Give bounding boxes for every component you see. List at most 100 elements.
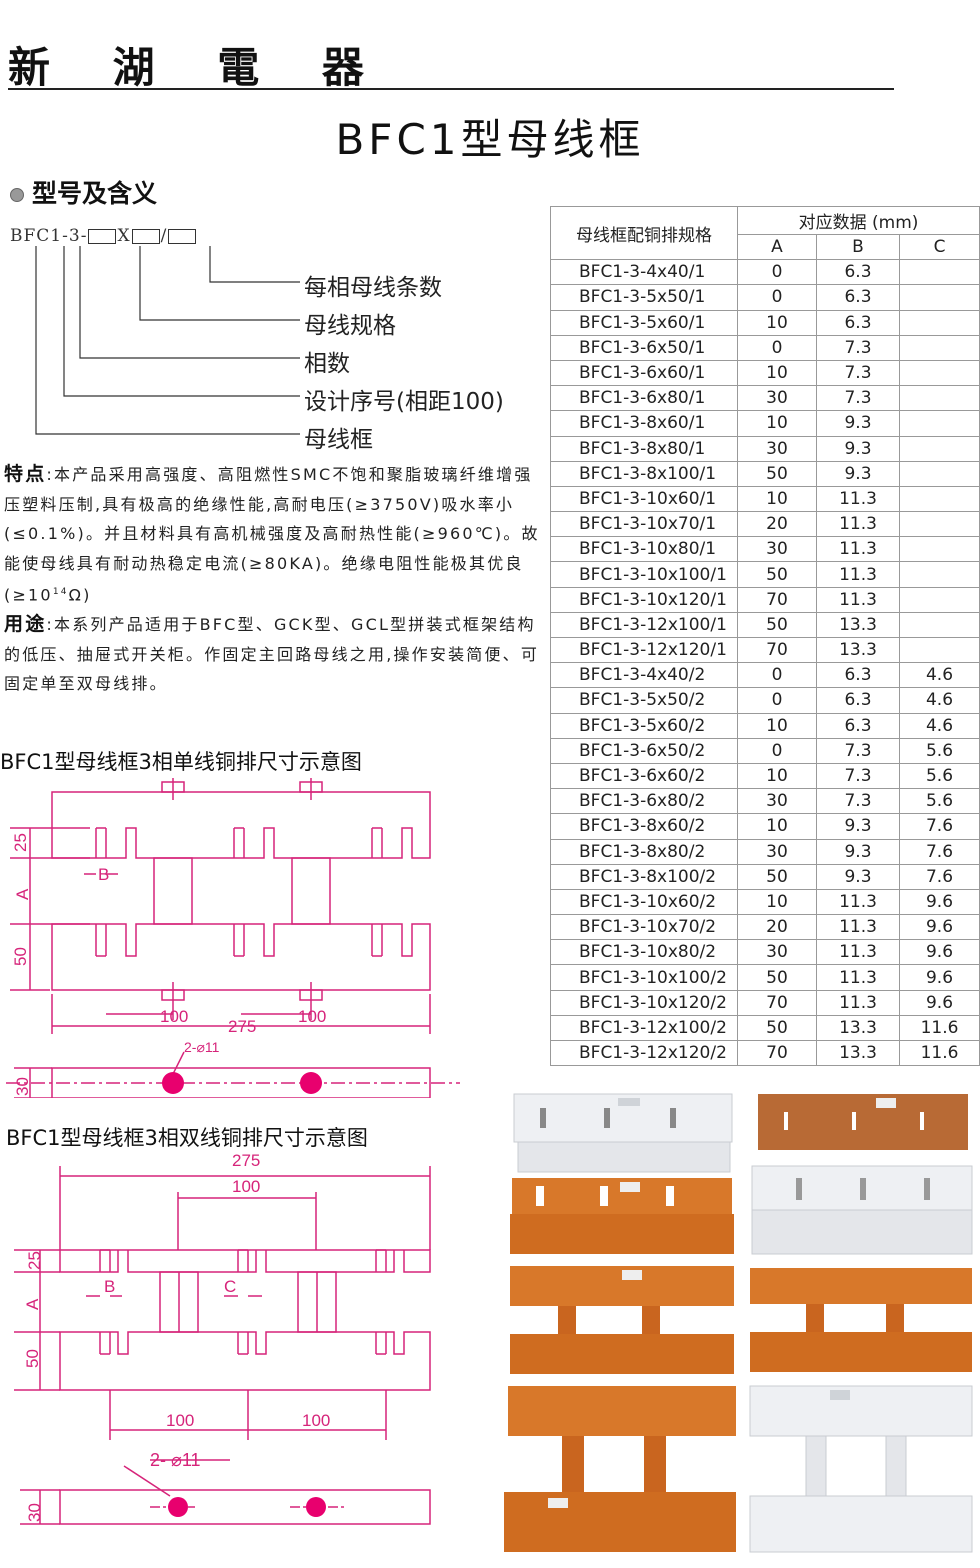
- cell-a: 10: [737, 359, 817, 387]
- dim-B: B: [98, 865, 109, 884]
- cell-c: 7.6: [899, 863, 980, 890]
- cell-b: 13.3: [816, 1039, 900, 1067]
- dim-100b: 100: [302, 1411, 330, 1430]
- section-heading: 型号及含义: [10, 174, 157, 210]
- cell-c: [899, 561, 980, 588]
- cell-a: 20: [737, 511, 817, 538]
- model-code: BFC1-3-X/: [10, 226, 197, 246]
- page-title: BFC1型母线框: [335, 115, 645, 164]
- cell-model: BFC1-3-6x60/1: [550, 359, 738, 387]
- cell-b: 7.3: [816, 762, 900, 790]
- feature-title: 特点: [4, 463, 47, 485]
- dim-A: A: [13, 888, 32, 900]
- photo-white-tall: [749, 1385, 973, 1553]
- cell-a: 30: [737, 788, 817, 815]
- cell-c: [899, 485, 980, 513]
- cell-model: BFC1-3-12x100/1: [550, 611, 738, 639]
- cell-c: [899, 636, 980, 664]
- cell-b: 11.3: [816, 586, 900, 613]
- cell-b: 11.3: [816, 914, 900, 941]
- header-divider: [8, 88, 894, 90]
- cell-a: 0: [737, 737, 817, 764]
- cell-c: [899, 435, 980, 462]
- cell-model: BFC1-3-8x80/1: [550, 435, 738, 462]
- cell-a: 70: [737, 586, 817, 613]
- cell-c: [899, 385, 980, 412]
- cell-a: 20: [737, 914, 817, 941]
- cell-a: 30: [737, 536, 817, 563]
- cell-c: [899, 284, 980, 311]
- cell-c: 4.6: [899, 662, 980, 689]
- cell-c: 7.6: [899, 813, 980, 840]
- photo-brown-single: [758, 1094, 968, 1150]
- model-slash: /: [160, 226, 168, 246]
- cell-c: 11.6: [899, 1039, 980, 1067]
- cell-model: BFC1-3-10x80/1: [550, 536, 738, 563]
- model-x: X: [117, 226, 131, 246]
- photo-white-double: [751, 1165, 973, 1255]
- cell-c: [899, 460, 980, 487]
- cell-b: 11.3: [816, 485, 900, 513]
- model-code-leader-lines: [35, 246, 300, 435]
- cell-c: [899, 410, 980, 437]
- code-label-count: 每相母线条数: [304, 275, 442, 301]
- model-prefix: BFC: [10, 226, 51, 246]
- product-photos: [504, 1093, 973, 1553]
- dim-25: 25: [11, 833, 30, 852]
- cell-b: 6.3: [816, 662, 900, 689]
- dim-50: 50: [23, 1349, 42, 1368]
- cell-a: 10: [737, 410, 817, 437]
- cell-c: 9.6: [899, 964, 980, 991]
- cell-a: 10: [737, 888, 817, 916]
- cell-c: [899, 309, 980, 336]
- cell-a: 70: [737, 1039, 817, 1067]
- cell-a: 50: [737, 460, 817, 487]
- cell-b: 13.3: [816, 636, 900, 664]
- cell-a: 10: [737, 762, 817, 790]
- cell-a: 10: [737, 813, 817, 840]
- mounting-hole: [162, 1072, 184, 1094]
- cell-b: 6.3: [816, 687, 900, 714]
- col-group-header: 对应数据 (mm): [737, 206, 980, 235]
- photo-white-single: [513, 1093, 733, 1173]
- code-label-spec: 母线规格: [304, 313, 396, 339]
- cell-a: 50: [737, 964, 817, 991]
- feature-end: Ω): [68, 585, 92, 605]
- dim-275: 275: [232, 1151, 260, 1170]
- cell-model: BFC1-3-10x120/2: [550, 989, 738, 1016]
- cell-b: 7.3: [816, 359, 900, 387]
- cell-a: 0: [737, 284, 817, 311]
- dim-25: 25: [25, 1251, 44, 1270]
- cell-a: 0: [737, 662, 817, 689]
- cell-b: 9.3: [816, 460, 900, 487]
- cell-c: [899, 259, 980, 286]
- dim-hole: 2-⌀11: [184, 1039, 220, 1055]
- photo-orange-pillar-right: [750, 1268, 972, 1372]
- cell-a: 30: [737, 385, 817, 412]
- mounting-hole: [306, 1497, 326, 1517]
- mounting-hole: [168, 1497, 188, 1517]
- dim-100a: 100: [166, 1411, 194, 1430]
- cell-model: BFC1-3-10x80/2: [550, 939, 738, 966]
- placeholder-box: [88, 229, 117, 244]
- cell-c: 5.6: [899, 737, 980, 764]
- cell-model: BFC1-3-10x120/1: [550, 586, 738, 613]
- cell-b: 11.3: [816, 536, 900, 563]
- cell-b: 13.3: [816, 1014, 900, 1042]
- cell-model: BFC1-3-4x40/2: [550, 662, 738, 689]
